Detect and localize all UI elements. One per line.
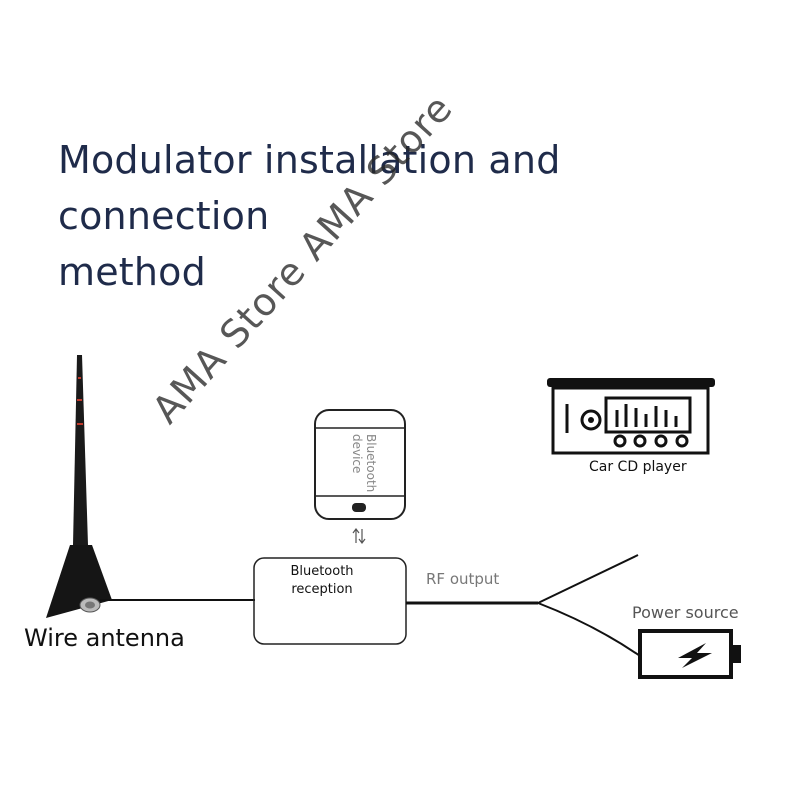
bluetooth-device-label: Bluetooth device bbox=[350, 434, 378, 492]
wire-antenna-label: Wire antenna bbox=[24, 624, 185, 652]
title-line-1: Modulator installation and connection bbox=[58, 138, 561, 238]
bidirectional-arrow-icon bbox=[352, 528, 366, 544]
cd-player-wire bbox=[537, 554, 639, 604]
bluetooth-device-line-1: Bluetooth bbox=[364, 434, 378, 493]
antenna-icon bbox=[46, 355, 112, 618]
rf-output-label: RF output bbox=[426, 570, 500, 588]
power-wire bbox=[537, 602, 641, 657]
module-box bbox=[253, 557, 407, 645]
page-title: Modulator installation and connection me… bbox=[58, 132, 758, 300]
battery-icon bbox=[638, 629, 741, 679]
power-source-label: Power source bbox=[632, 603, 739, 622]
lightning-icon bbox=[678, 643, 712, 668]
phone-icon bbox=[314, 409, 406, 520]
bluetooth-reception-label: Bluetooth reception bbox=[262, 563, 382, 599]
bluetooth-device-line-2: device bbox=[350, 434, 364, 474]
car-cd-player-icon bbox=[547, 378, 715, 455]
bluetooth-reception-line-1: Bluetooth bbox=[290, 564, 354, 579]
bluetooth-reception-line-2: reception bbox=[291, 582, 353, 597]
title-line-2: method bbox=[58, 250, 206, 294]
car-cd-player-label: Car CD player bbox=[589, 459, 687, 475]
